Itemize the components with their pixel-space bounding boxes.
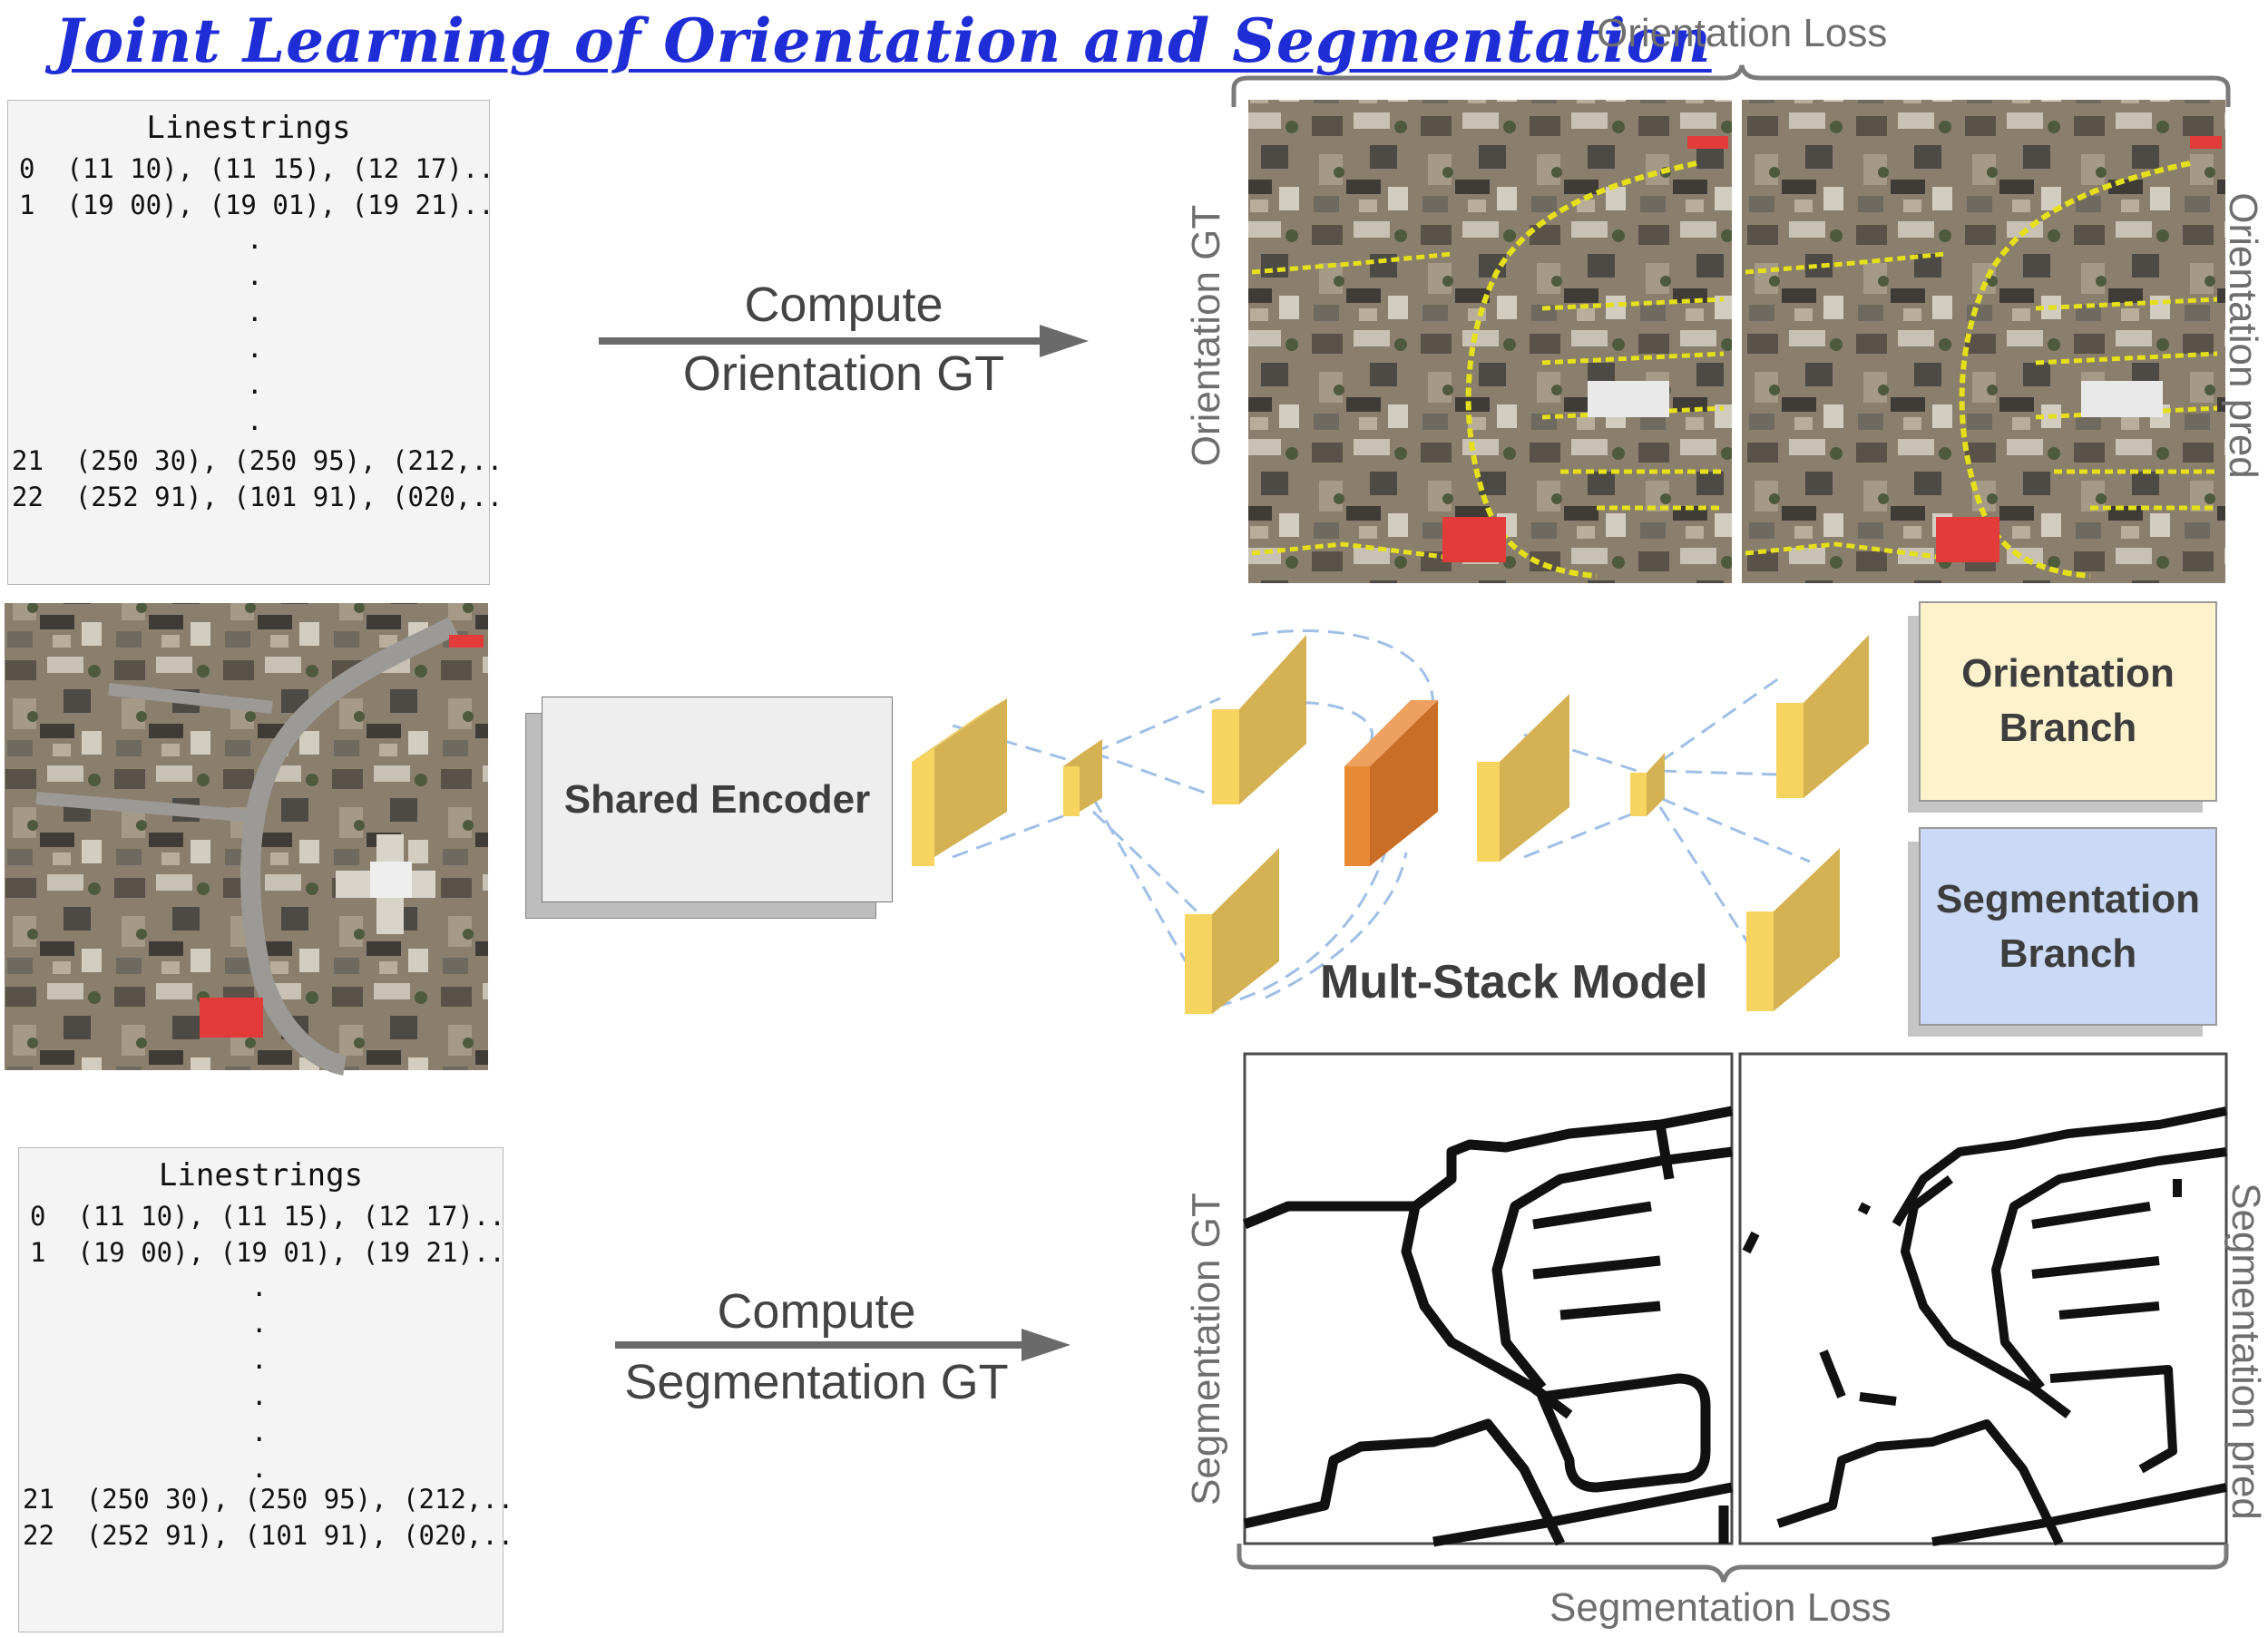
orientation-branch-label: Branch (1999, 706, 2137, 750)
linestring-row: 0 (11 10), (11 15), (12 17).. (19, 153, 494, 184)
right-arrow-icon (615, 1329, 1070, 1361)
linestring-row: 22 (252 91), (101 91), (020,.. (23, 1520, 514, 1551)
feature-block (1212, 635, 1306, 804)
linestring-row: 22 (252 91), (101 91), (020,.. (12, 482, 503, 512)
ellipsis-dot: . (247, 297, 263, 327)
segmentation-pred-image (1738, 1052, 2228, 1546)
multistack-model-label: Mult-Stack Model (1320, 956, 1708, 1009)
curly-brace-icon (1231, 64, 2231, 107)
orientation-pred-image (1742, 100, 2225, 583)
arrow-label-line: Compute (717, 1284, 916, 1339)
ellipsis-dot: . (251, 1344, 268, 1375)
orientation-pred-label: Orientation pred (2221, 192, 2265, 479)
input-aerial-image (5, 603, 488, 1076)
ellipsis-dot: . (251, 1272, 268, 1302)
feature-block-orange (1344, 700, 1438, 866)
curly-brace-icon (1237, 1544, 2229, 1583)
segmentation-pred-label: Segmentation pred (2224, 1183, 2268, 1520)
feature-block (1185, 848, 1279, 1014)
feature-block (1477, 694, 1569, 862)
feature-block (1746, 848, 1840, 1011)
ellipsis-dot: . (251, 1308, 268, 1339)
orientation-gt-image (1248, 100, 1732, 583)
feature-block (1630, 753, 1665, 816)
arrow-label-line: Orientation GT (682, 346, 1005, 401)
linestring-row: 21 (250 30), (250 95), (212,.. (23, 1484, 514, 1515)
linestrings-box-top: Linestrings 0 (11 10), (11 15), (12 17).… (7, 100, 503, 585)
linestring-row: 0 (11 10), (11 15), (12 17).. (30, 1201, 505, 1232)
segmentation-branch-label: Segmentation (1936, 877, 2200, 921)
arrow-label-line: Segmentation GT (624, 1355, 1009, 1409)
segmentation-branch-label: Branch (1999, 931, 2137, 976)
feature-block (1776, 635, 1869, 798)
orientation-branch-label: Orientation (1961, 651, 2175, 696)
linestrings-box-bottom: Linestrings 0 (11 10), (11 15), (12 17).… (18, 1147, 513, 1632)
ellipsis-dot: . (247, 405, 263, 436)
orientation-branch-block: Orientation Branch (1919, 601, 2217, 802)
ellipsis-dot: . (251, 1417, 268, 1447)
feature-block (912, 698, 1007, 866)
shared-encoder-label: Shared Encoder (563, 777, 871, 822)
segmentation-loss-label: Segmentation Loss (1549, 1585, 1892, 1630)
linestrings-header: Linestrings (146, 110, 351, 146)
feature-block (1063, 739, 1102, 816)
linestrings-header: Linestrings (158, 1157, 364, 1194)
ellipsis-dot: . (247, 260, 263, 291)
linestring-row: 1 (19 00), (19 01), (19 21).. (19, 190, 494, 220)
linestring-row: 21 (250 30), (250 95), (212,.. (12, 445, 503, 476)
ellipsis-dot: . (247, 333, 263, 364)
ellipsis-dot: . (251, 1453, 268, 1484)
page-title: Joint Learning of Orientation and Segmen… (54, 5, 1712, 76)
right-arrow-icon (599, 325, 1089, 357)
compute-orientation-label: Compute (635, 272, 1052, 337)
compute-segmentation-label: Segmentation GT (599, 1350, 1034, 1415)
shared-encoder-block: Shared Encoder (542, 697, 893, 902)
segmentation-branch-block: Segmentation Branch (1919, 827, 2217, 1026)
segmentation-gt-image (1242, 1052, 1734, 1547)
arrow-label-line: Compute (744, 278, 943, 332)
ellipsis-dot: . (251, 1380, 268, 1411)
ellipsis-dot: . (247, 369, 263, 400)
orientation-gt-label: Orientation GT (1184, 204, 1228, 467)
compute-segmentation-label: Compute (599, 1279, 1034, 1344)
segmentation-gt-label: Segmentation GT (1184, 1193, 1228, 1505)
linestring-row: 1 (19 00), (19 01), (19 21).. (30, 1237, 505, 1268)
ellipsis-dot: . (247, 224, 263, 255)
compute-orientation-label: Orientation GT (635, 341, 1052, 406)
orientation-loss-label: Orientation Loss (1597, 11, 1888, 55)
